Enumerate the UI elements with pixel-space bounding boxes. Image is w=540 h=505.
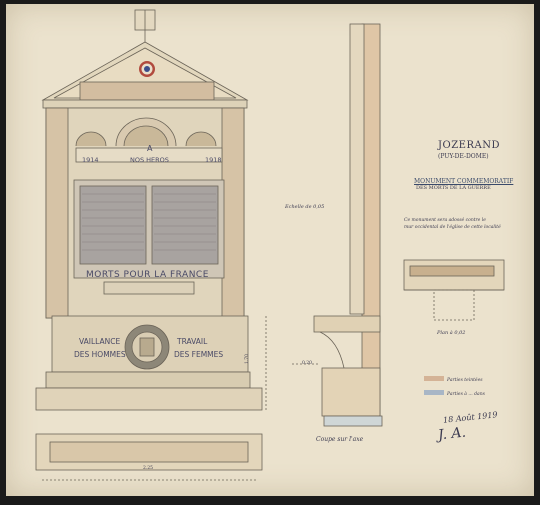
architectural-drawing: [35, 9, 505, 481]
monument-sub: DES MORTS DE LA GUERRE: [416, 185, 491, 191]
note-line-1: Ce monument sera adossé contre le: [404, 218, 486, 223]
plan-label: Plan à 0,02: [437, 330, 466, 336]
section-view: [265, 23, 383, 427]
inscription-morts: MORTS POUR LA FRANCE: [86, 270, 209, 280]
heros-band: [75, 147, 223, 163]
signature: J. A.: [437, 424, 467, 444]
year-left: 1914: [82, 156, 99, 164]
inscription-travail: TRAVAIL: [177, 337, 208, 346]
section-label: Coupe sur l'axe: [316, 436, 364, 443]
brick-band: [79, 81, 215, 101]
dimension-height: 1.70: [245, 353, 250, 364]
legend-swatch-2: [424, 390, 444, 395]
inscription-vaillance: VAILLANCE: [79, 337, 121, 346]
legend-swatch-1: [424, 376, 444, 381]
drawing-sheet: JOZERAND (PUY-DE-DOME) MONUMENT COMMEMOR…: [6, 4, 534, 496]
legend-label-1: Parties teintées: [447, 378, 483, 383]
legend-label-2: Parties à ... dans: [447, 392, 485, 397]
sheet-title: JOZERAND: [438, 140, 500, 151]
inscription-a: A: [147, 144, 153, 153]
inscription-femmes: DES FEMMES: [174, 350, 224, 359]
dimension-depth: 0.20: [302, 361, 313, 366]
sheet-subtitle: (PUY-DE-DOME): [438, 153, 489, 160]
inscription-heros: NOS HEROS: [130, 156, 169, 164]
cockade-icon: [139, 61, 155, 77]
inscription-hommes: DES HOMMES: [74, 350, 126, 359]
small-plan: [403, 259, 505, 321]
dimension-width: 2.25: [143, 466, 154, 471]
scale-label: Echelle de 0,05: [285, 204, 325, 210]
plan-view: [35, 433, 263, 481]
tablet-hatching: [82, 193, 216, 251]
note-line-2: mur occidental de l'église de cette loca…: [404, 225, 501, 230]
monument-elevation: [35, 9, 263, 411]
monument-label: MONUMENT COMMEMORATIF: [414, 178, 514, 185]
year-right: 1918: [205, 156, 222, 164]
